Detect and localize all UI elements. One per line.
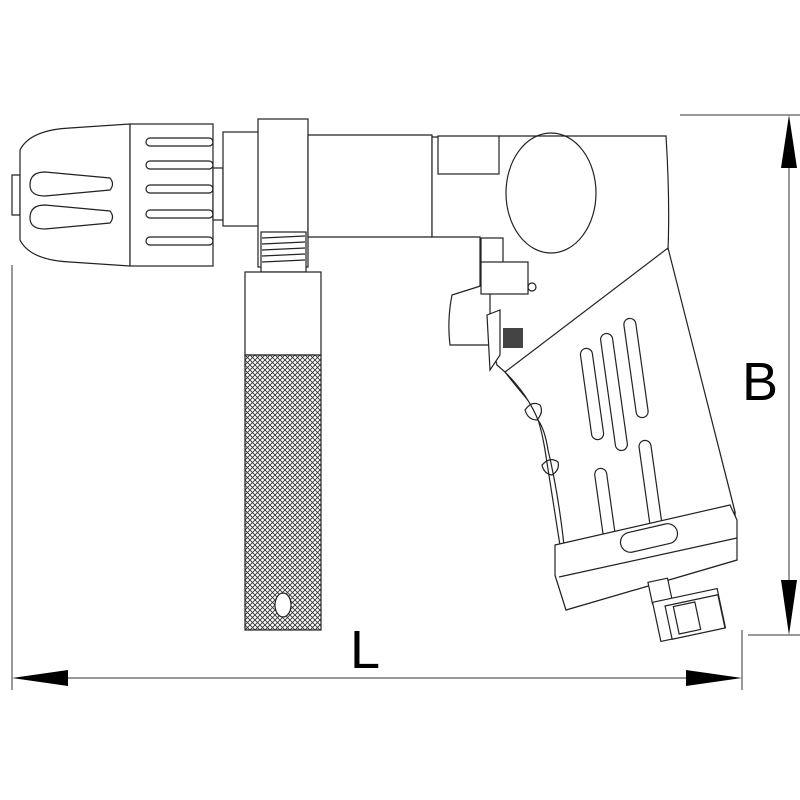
- hang-hole: [274, 592, 292, 618]
- arrow-up-icon: [781, 115, 797, 168]
- dimension-L: [11, 265, 743, 690]
- chuck: [11, 123, 224, 267]
- grip: [504, 246, 738, 611]
- dimension-label-B: B: [742, 352, 778, 412]
- side-handle: [244, 231, 322, 631]
- arrow-down-icon: [781, 580, 797, 635]
- arrow-left-icon: [12, 670, 68, 686]
- air-inlet-fitting: [647, 577, 727, 643]
- motor-cap: [505, 132, 597, 254]
- dimension-label-L: L: [350, 620, 380, 680]
- trigger: [448, 237, 537, 372]
- dimension-B: [680, 114, 800, 636]
- collar: [222, 131, 261, 227]
- arrow-right-icon: [686, 670, 742, 686]
- exhaust-cover: [437, 135, 500, 175]
- knurled-grip: [244, 354, 322, 631]
